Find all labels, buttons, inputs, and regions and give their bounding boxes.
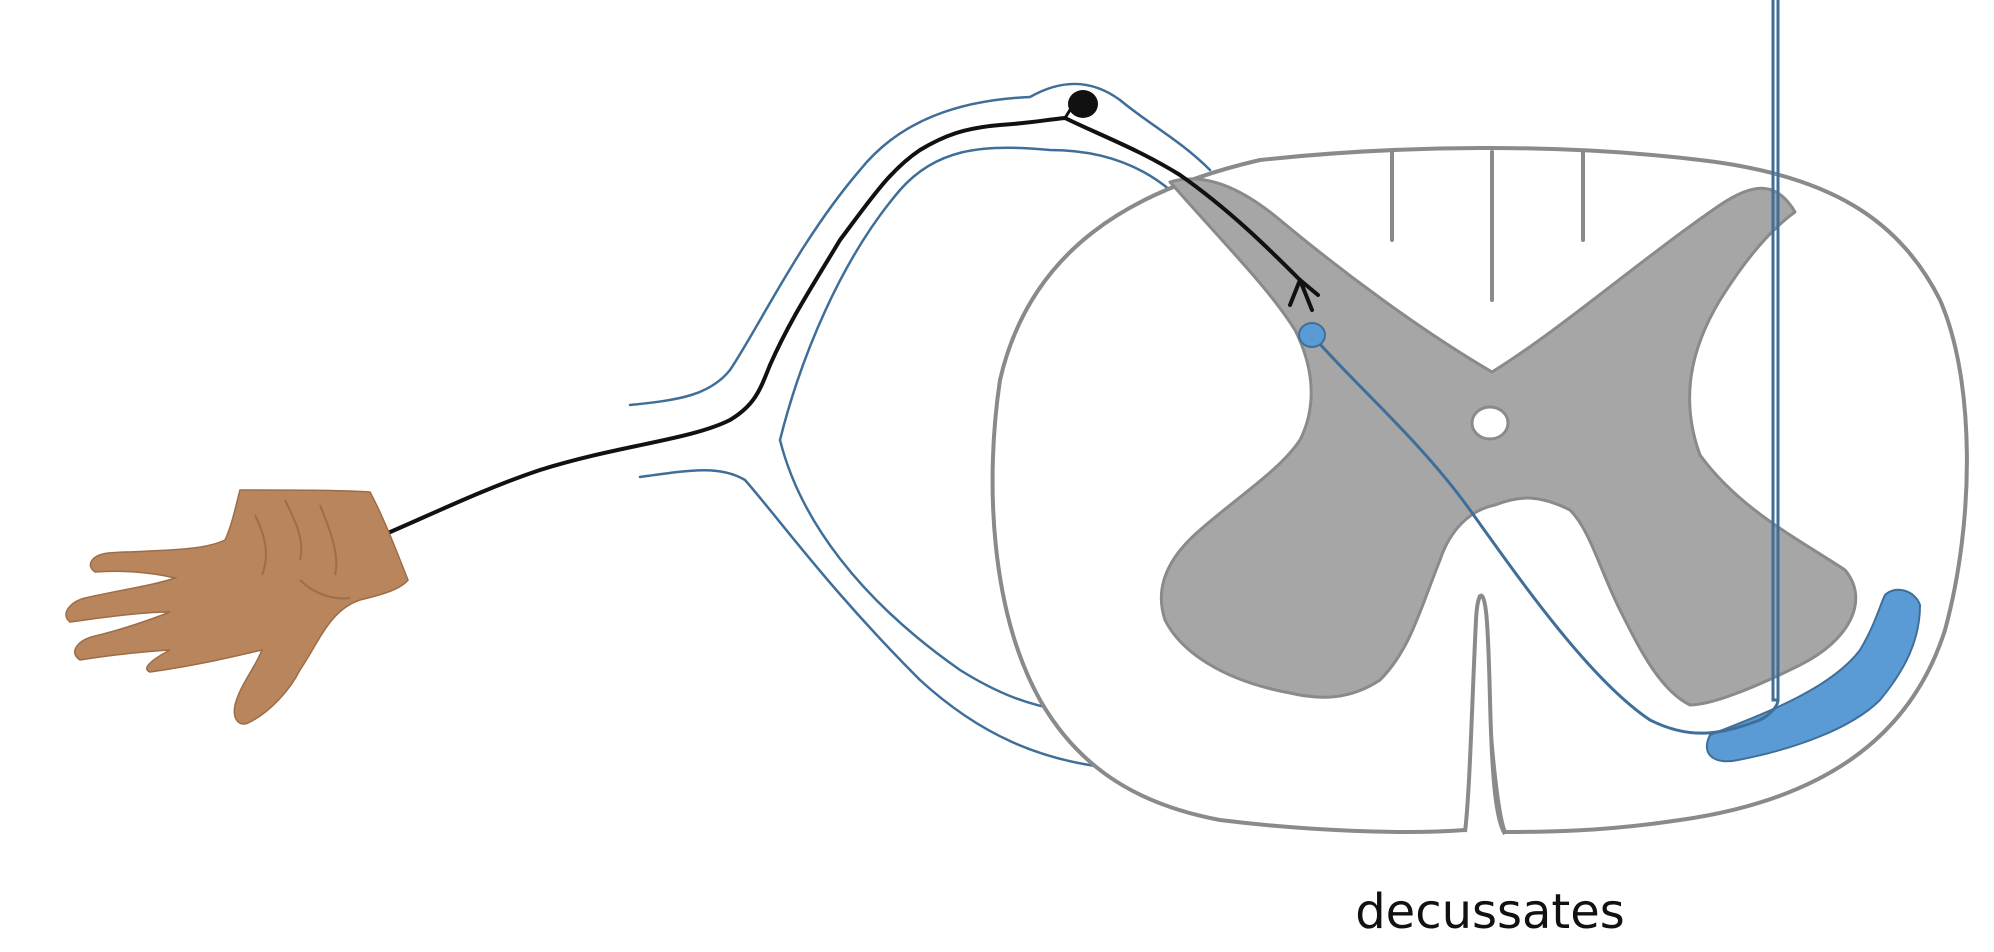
dorsal-septa [1390,150,1585,302]
hand-palm [65,489,409,725]
first-order-neuron-axon [288,116,1302,558]
hand-icon [65,489,409,725]
spinal-nerve-sheath [628,82,1212,770]
nerve-outer-lower [638,469,1112,770]
second-order-neuron-cell-body [1298,322,1326,348]
nerve-inner-upper [778,146,1172,442]
decussation-label: decussates [1355,884,1625,940]
dorsal-root-ganglion-cell-body [1068,90,1098,118]
nerve-inner-lower [778,438,1062,712]
grey-matter [1159,177,1858,707]
ventral-median-fissure [1463,593,1507,836]
ascending-axon [1771,0,1780,702]
central-canal [1470,405,1510,441]
second-order-neuron-axon [1310,333,1780,735]
nerve-outer-upper [628,82,1212,407]
hand-knuckle-shading [254,499,351,600]
first-order-neuron-dendrite-branches [280,278,1320,562]
